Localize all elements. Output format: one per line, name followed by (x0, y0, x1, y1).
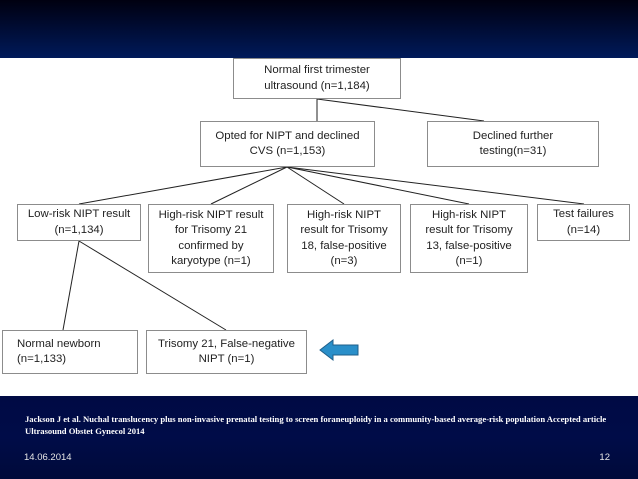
node-trisomy21-false-negative: Trisomy 21, False-negative NIPT (n=1) (146, 330, 307, 374)
node-trisomy18-false-positive: High-risk NIPT result for Trisomy 18, fa… (287, 204, 401, 273)
citation-text: Jackson J et al. Nuchal translucency plu… (25, 414, 607, 436)
node-low-risk: Low-risk NIPT result (n=1,134) (17, 204, 141, 241)
node-trisomy21-confirmed: High-risk NIPT result for Trisomy 21 con… (148, 204, 274, 273)
footer-band (0, 396, 638, 479)
node-test-failures: Test failures (n=14) (537, 204, 630, 241)
node-normal-ultrasound: Normal first trimester ultrasound (n=1,1… (233, 58, 401, 99)
node-opted-nipt: Opted for NIPT and declined CVS (n=1,153… (200, 121, 375, 167)
slide-number: 12 (599, 452, 610, 463)
node-normal-newborn: Normal newborn (n=1,133) (2, 330, 138, 374)
node-declined-testing: Declined further testing(n=31) (427, 121, 599, 167)
pointer-arrow-icon (319, 338, 359, 362)
slide-date: 14.06.2014 (24, 452, 72, 463)
node-trisomy13-false-positive: High-risk NIPT result for Trisomy 13, fa… (410, 204, 528, 273)
header-band (0, 0, 638, 58)
